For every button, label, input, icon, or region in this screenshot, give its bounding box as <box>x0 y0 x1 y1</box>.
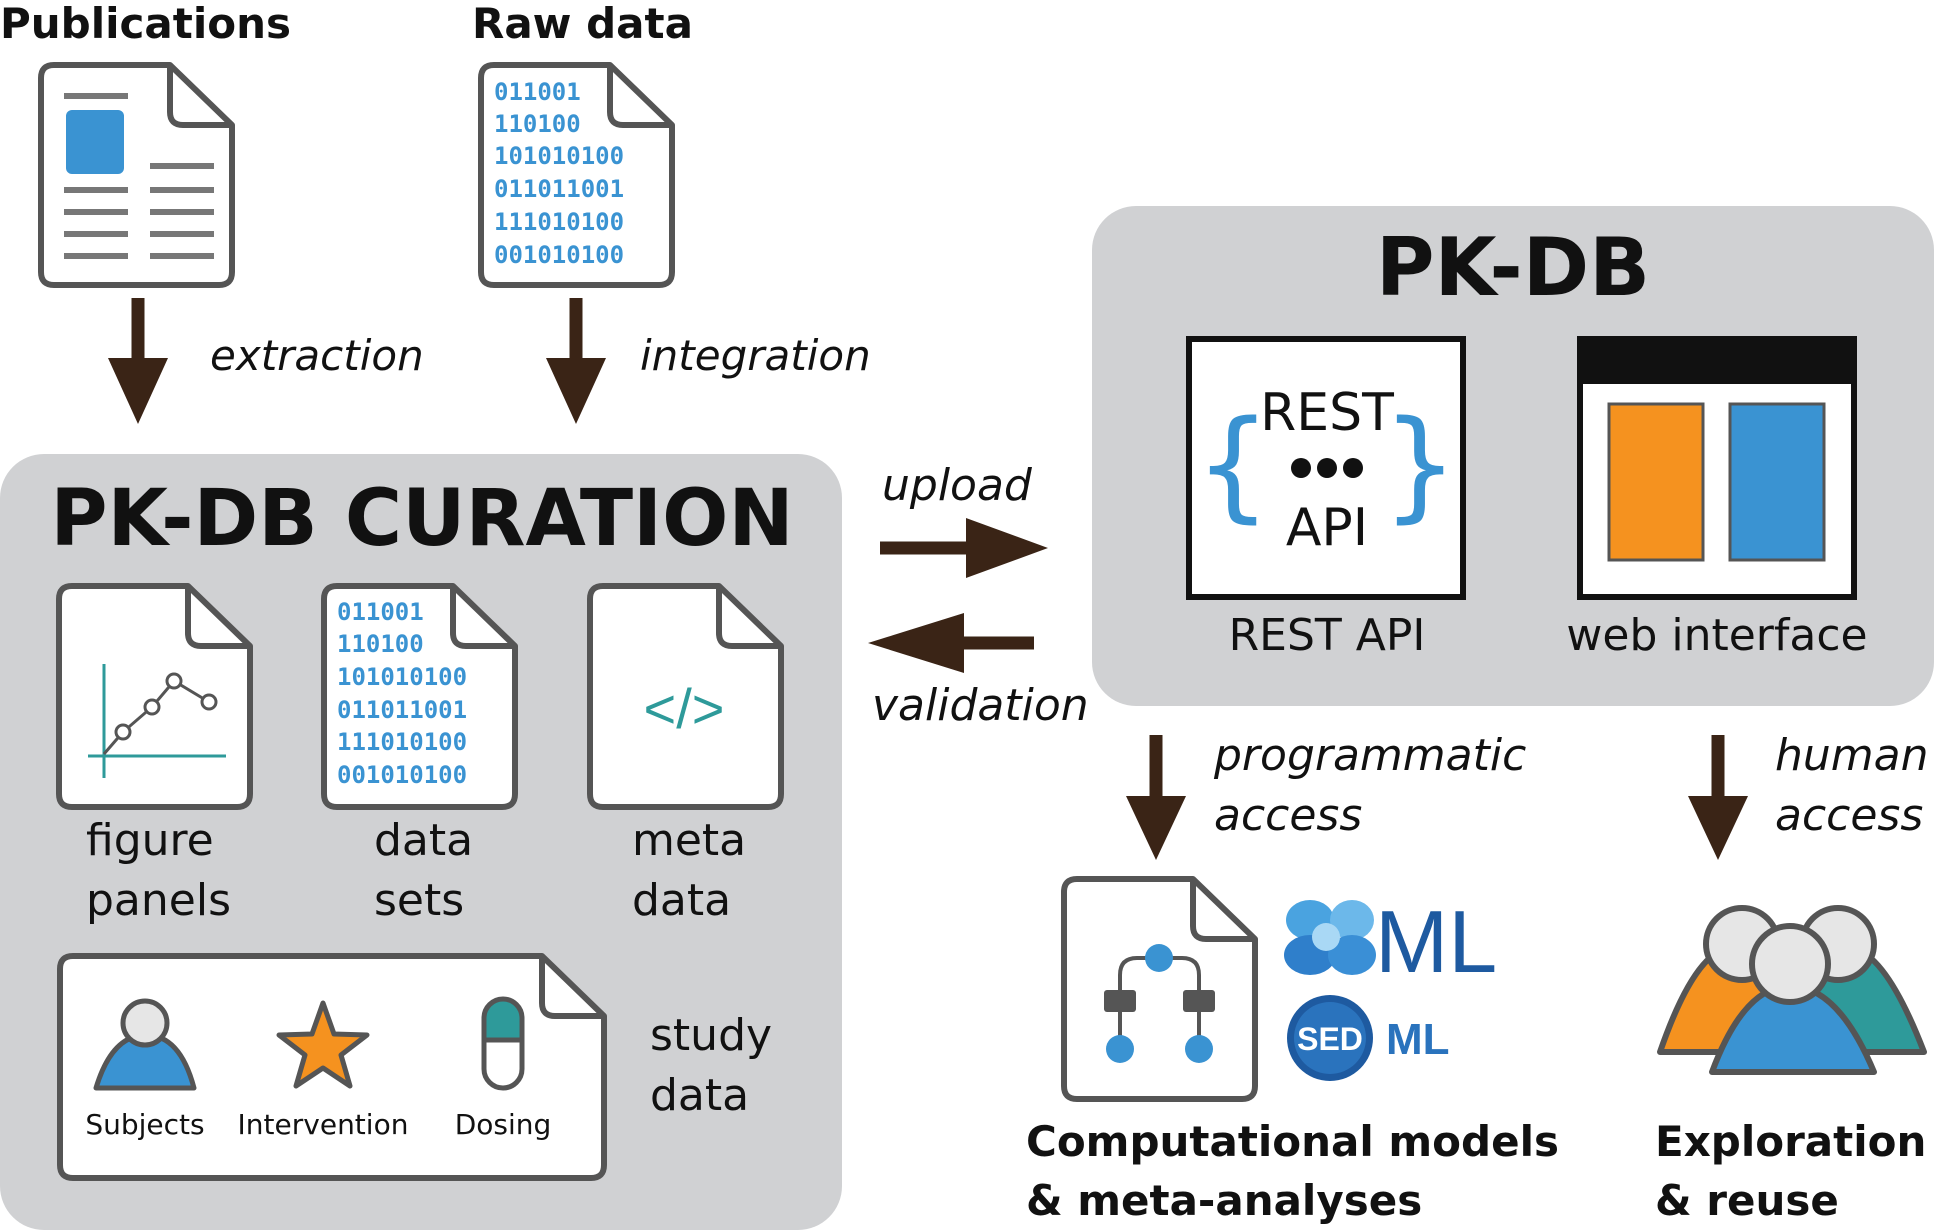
star-icon <box>276 1000 370 1089</box>
meta-data-document-icon: </> <box>587 583 784 810</box>
subjects-label: Subjects <box>85 1108 204 1141</box>
study-data-label-line1: study <box>650 1010 772 1061</box>
web-interface-icon <box>1577 336 1857 600</box>
raw-binary-line: 101010100 <box>494 142 624 170</box>
dataset-binary-line: 001010100 <box>337 761 467 789</box>
validation-label: validation <box>872 680 1089 731</box>
sedml-logo: SED ML <box>1287 995 1450 1081</box>
users-group-icon <box>1657 905 1927 1075</box>
raw-binary-line: 001010100 <box>494 241 624 269</box>
dataset-binary-line: 110100 <box>337 630 424 658</box>
rest-api-label: REST API <box>1229 610 1426 661</box>
extraction-arrow <box>108 298 168 424</box>
dataset-binary-line: 111010100 <box>337 728 467 756</box>
raw-binary-line: 011001 <box>494 78 581 106</box>
sedml-text: ML <box>1386 1015 1450 1064</box>
sbml-logo: ML <box>1284 892 1497 991</box>
programmatic-access-label-line1: programmatic <box>1213 730 1526 781</box>
figure-panels-document-icon <box>56 583 253 810</box>
raw-binary-line: 110100 <box>494 110 581 138</box>
web-interface-label: web interface <box>1566 610 1867 661</box>
human-access-arrow <box>1688 735 1748 860</box>
rest-inner-text: REST <box>1260 383 1394 443</box>
pkdb-title: PK-DB <box>1376 221 1650 314</box>
sedml-badge-text: SED <box>1297 1021 1363 1057</box>
data-sets-document-icon: 011001 110100 101010100 011011001 111010… <box>321 583 518 810</box>
dataset-binary-line: 011001 <box>337 598 424 626</box>
programmatic-access-arrow <box>1126 735 1186 860</box>
figure-panels-label-line1: figure <box>86 815 214 866</box>
data-sets-label-line1: data <box>374 815 473 866</box>
integration-label: integration <box>640 331 871 380</box>
exploration-title-line1: Exploration <box>1655 1117 1926 1166</box>
validation-arrow <box>868 613 1034 673</box>
data-sets-label-line2: sets <box>374 875 464 926</box>
upload-label: upload <box>882 460 1033 511</box>
sbml-text: ML <box>1375 892 1497 991</box>
pill-icon <box>481 996 525 1091</box>
extraction-label: extraction <box>210 331 424 380</box>
models-title-line1: Computational models <box>1026 1117 1559 1166</box>
dataset-binary-line: 101010100 <box>337 663 467 691</box>
left-brace-icon: { <box>1195 396 1271 535</box>
intervention-label: Intervention <box>238 1108 409 1141</box>
publications-title: Publications <box>0 0 291 48</box>
dataset-binary-line: 011011001 <box>337 696 467 724</box>
right-brace-icon: } <box>1382 396 1458 535</box>
upload-arrow <box>880 518 1048 578</box>
curation-title: PK-DB CURATION <box>50 474 793 564</box>
rest-api-box: { } REST API <box>1186 336 1466 600</box>
programmatic-access-label-line2: access <box>1214 790 1362 841</box>
figure-panels-label-line2: panels <box>86 875 231 926</box>
raw-binary-line: 011011001 <box>494 175 624 203</box>
ellipsis-icon <box>1291 458 1363 478</box>
subjects-icon <box>93 998 197 1091</box>
integration-arrow <box>546 298 606 424</box>
code-icon: </> <box>644 677 725 740</box>
meta-data-label-line1: meta <box>632 815 746 866</box>
models-title-line2: & meta-analyses <box>1026 1176 1422 1225</box>
dosing-label: Dosing <box>455 1108 552 1141</box>
human-access-label-line2: access <box>1775 790 1923 841</box>
model-document-icon <box>1061 876 1258 1102</box>
raw-data-title: Raw data <box>472 0 693 48</box>
raw-data-document-icon: 011001 110100 101010100 011011001 111010… <box>478 62 675 288</box>
exploration-title-line2: & reuse <box>1655 1176 1839 1225</box>
study-data-label-line2: data <box>650 1070 749 1121</box>
raw-binary-line: 111010100 <box>494 208 624 236</box>
meta-data-label-line2: data <box>632 875 731 926</box>
publication-document-icon <box>38 62 235 288</box>
human-access-label-line1: human <box>1775 730 1928 781</box>
api-inner-text: API <box>1286 498 1368 558</box>
